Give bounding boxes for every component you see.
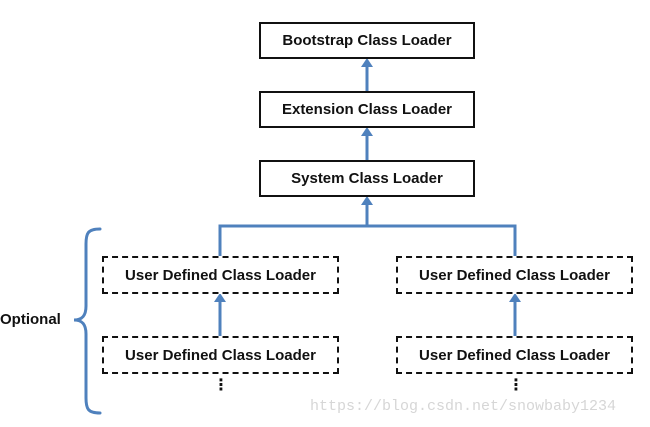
user-defined-loader-right-top: User Defined Class Loader [396, 256, 633, 294]
bootstrap-class-loader-box: Bootstrap Class Loader [259, 22, 475, 59]
optional-label: Optional [0, 311, 61, 328]
ellipsis-right: ⋮ [508, 377, 524, 394]
system-class-loader-box: System Class Loader [259, 160, 475, 197]
arrow-right-bottom-to-top [509, 293, 521, 336]
extension-class-loader-box: Extension Class Loader [259, 91, 475, 128]
ellipsis-left: ⋮ [213, 377, 229, 394]
arrow-extension-to-bootstrap [361, 58, 373, 91]
user-defined-loader-right-bottom: User Defined Class Loader [396, 336, 633, 374]
arrow-left-bottom-to-top [214, 293, 226, 336]
user-defined-loader-left-bottom: User Defined Class Loader [102, 336, 339, 374]
arrow-system-to-extension [361, 127, 373, 160]
arrow-users-to-system [218, 196, 517, 256]
optional-brace [73, 227, 102, 415]
watermark-text: https://blog.csdn.net/snowbaby1234 [310, 398, 617, 415]
user-defined-loader-left-top: User Defined Class Loader [102, 256, 339, 294]
